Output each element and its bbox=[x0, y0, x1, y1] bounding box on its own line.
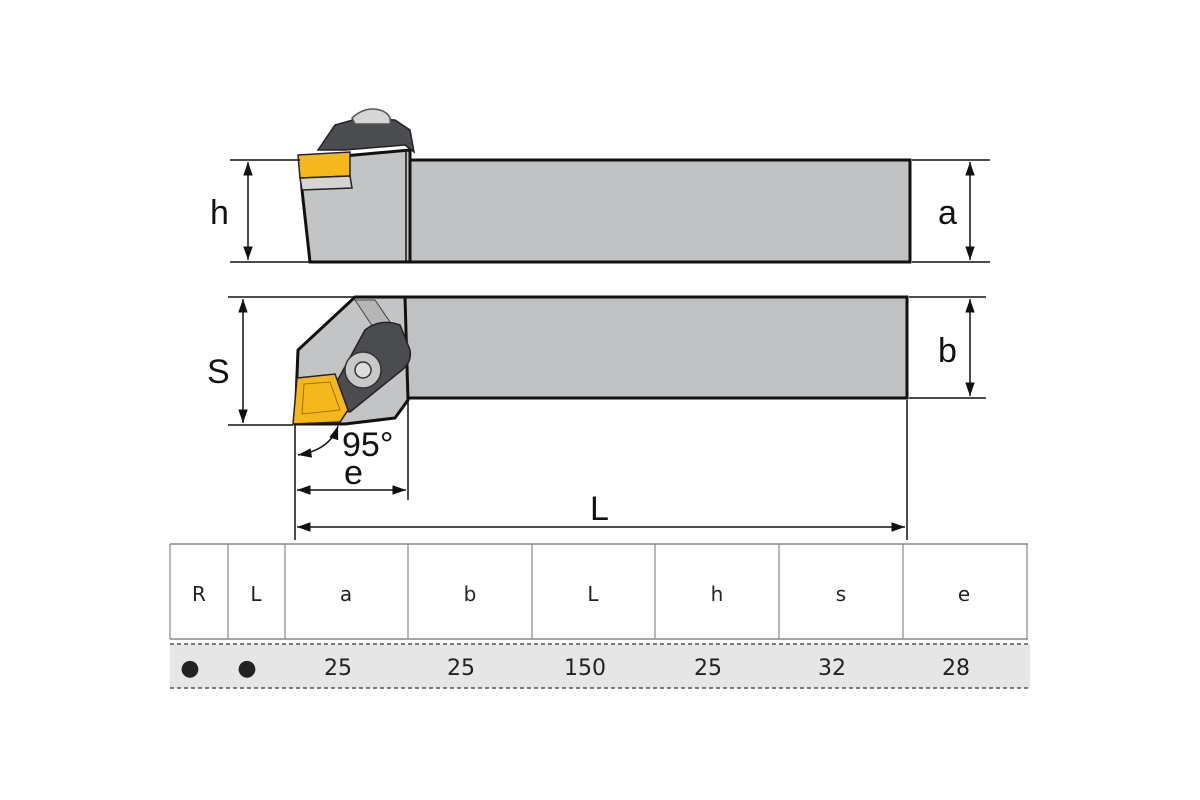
table-row: ● ● 25 25 150 25 32 28 bbox=[180, 656, 970, 681]
shank-side bbox=[408, 158, 912, 264]
cell-e: 28 bbox=[942, 656, 970, 681]
label-a: a bbox=[938, 194, 957, 232]
dimensions-table: R L a b L h s e ● ● 25 25 150 25 32 28 bbox=[169, 543, 1030, 689]
label-angle: 95° bbox=[342, 426, 393, 464]
cell-r: ● bbox=[180, 656, 199, 681]
label-h: h bbox=[210, 194, 229, 232]
screw-head bbox=[351, 108, 392, 125]
label-e: e bbox=[344, 454, 363, 492]
torx-icon bbox=[354, 361, 372, 379]
dimension-b: b bbox=[909, 296, 986, 399]
cell-length: 150 bbox=[564, 656, 606, 681]
cell-l: ● bbox=[237, 656, 256, 681]
top-view bbox=[292, 295, 909, 426]
header-cell: R bbox=[192, 582, 206, 606]
dimension-e: e bbox=[294, 400, 409, 540]
dimension-a: a bbox=[912, 159, 990, 263]
table-header-row: R L a b L h s e bbox=[192, 582, 970, 606]
shank-top bbox=[403, 295, 909, 400]
clamp-side bbox=[316, 117, 416, 154]
label-s: S bbox=[207, 353, 230, 391]
cell-h: 25 bbox=[694, 656, 722, 681]
dimension-l: L bbox=[297, 400, 908, 540]
header-cell: e bbox=[958, 582, 970, 606]
insert-top bbox=[292, 373, 349, 425]
label-l: L bbox=[590, 490, 609, 528]
cell-s: 32 bbox=[818, 656, 846, 681]
header-cell: s bbox=[836, 582, 846, 606]
header-cell: b bbox=[464, 582, 477, 606]
header-cell: L bbox=[250, 582, 262, 606]
cell-b: 25 bbox=[447, 656, 475, 681]
header-cell: L bbox=[587, 582, 599, 606]
side-view bbox=[297, 108, 912, 264]
insert-side bbox=[297, 151, 351, 179]
dimension-s: S bbox=[207, 296, 355, 426]
label-b: b bbox=[938, 332, 957, 370]
header-cell: a bbox=[340, 582, 352, 606]
header-cell: h bbox=[711, 582, 724, 606]
cell-a: 25 bbox=[324, 656, 352, 681]
dimension-angle: 95° bbox=[297, 425, 393, 464]
dimension-h: h bbox=[210, 159, 310, 263]
